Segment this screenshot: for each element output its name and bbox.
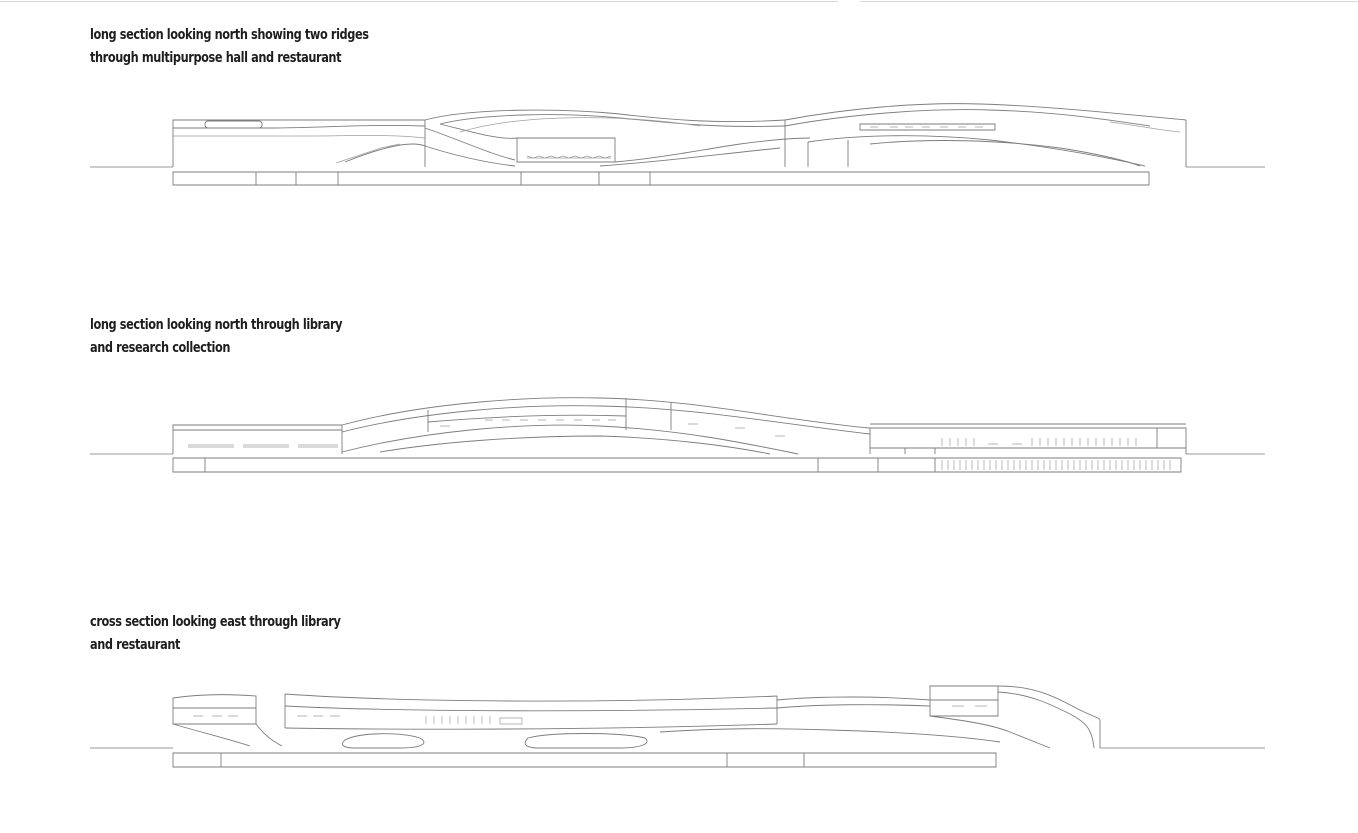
section-1-basement <box>173 172 1149 185</box>
section-2-left-block <box>173 425 342 454</box>
section-1-hall-box <box>517 138 615 162</box>
section-2-caption: long section looking north through libra… <box>90 314 343 360</box>
section-2-caption-line-2: and research collection <box>90 340 231 356</box>
section-2-step <box>905 448 935 454</box>
section-1-caption-line-2: through multipurpose hall and restaurant <box>90 50 342 66</box>
section-2-ridge-walls <box>428 398 671 432</box>
section-2-drawing <box>0 390 1358 490</box>
section-1-left-roof-layer <box>173 125 425 128</box>
section-3-right-module <box>930 686 998 716</box>
section-1-left-block <box>173 120 425 167</box>
section-2-reading-floor <box>428 415 626 422</box>
section-1-cross-b <box>440 124 518 138</box>
section-1-left-floor <box>173 136 425 139</box>
section-2-basement <box>173 458 1181 472</box>
section-2-basement-dividers <box>205 458 935 472</box>
section-2-ridge-lower <box>342 406 870 434</box>
section-1-restaurant-floor <box>860 124 995 130</box>
section-3-caption-line-1: cross section looking east through libra… <box>90 614 341 630</box>
section-3-right-roof-inner <box>998 692 1094 748</box>
section-3-basement-dividers <box>221 753 804 767</box>
section-1-right-inner <box>808 140 848 167</box>
section-2-archive-stacks <box>942 460 1170 470</box>
section-1-hall-seating <box>527 156 611 158</box>
top-frame-rule-left <box>0 1 838 2</box>
section-1-ridge-2-upper <box>785 104 1186 120</box>
section-1-ridge-1-upper <box>425 110 785 122</box>
section-1-drawing <box>0 100 1358 200</box>
section-3-slab-underside <box>660 729 1000 742</box>
section-3-right-roof <box>998 686 1100 748</box>
section-3-oval-mid <box>525 734 647 749</box>
section-2-reading-tables <box>440 420 785 436</box>
section-2-caption-line-1: long section looking north through libra… <box>90 317 343 333</box>
section-2-upper-stacks <box>942 438 1136 446</box>
section-3-caption: cross section looking east through libra… <box>90 611 341 657</box>
section-3-drawing <box>0 680 1358 780</box>
section-1-right-sweep <box>808 136 1145 166</box>
section-3-caption-line-2: and restaurant <box>90 637 181 653</box>
section-1-right-sweep-2 <box>870 141 1140 166</box>
section-3-bridge <box>777 697 930 708</box>
section-3-right-sweep <box>930 716 1050 748</box>
section-3-basement <box>173 753 996 767</box>
section-2-right-block <box>870 428 1186 454</box>
section-1-roof-tip <box>1110 122 1180 132</box>
section-1-lower-sweep-2 <box>600 148 780 166</box>
top-frame-rule-right <box>860 1 1358 2</box>
section-2-left-shelves <box>188 445 338 447</box>
section-3-left-underside <box>173 724 282 746</box>
section-3-left-module <box>173 695 256 724</box>
section-3-main-slab-top <box>285 694 777 701</box>
section-1-left-ramp <box>345 144 515 166</box>
section-1-lower-sweep <box>615 138 810 162</box>
section-3-main-tables <box>297 716 522 724</box>
section-3-main-slab <box>285 694 777 728</box>
section-1-caption-line-1: long section looking north showing two r… <box>90 27 369 43</box>
section-1-caption: long section looking north showing two r… <box>90 24 369 70</box>
section-2-inner-vault-2 <box>380 436 770 454</box>
section-1-ridge-2-lower <box>785 110 1150 126</box>
section-1-stair <box>336 144 400 163</box>
section-1-right-block <box>785 120 1186 167</box>
section-1-cross-a <box>425 128 515 160</box>
section-3-oval-left <box>342 734 423 748</box>
section-1-skylight <box>205 121 262 128</box>
section-3-main-slab-floor <box>285 706 777 711</box>
section-2-inner-vault <box>342 425 798 454</box>
section-1-hall-ellipse <box>460 118 700 132</box>
section-1-basement-dividers <box>256 172 650 185</box>
section-2-ridge-upper <box>342 398 870 428</box>
section-3-main-slab-bottom <box>285 724 777 729</box>
